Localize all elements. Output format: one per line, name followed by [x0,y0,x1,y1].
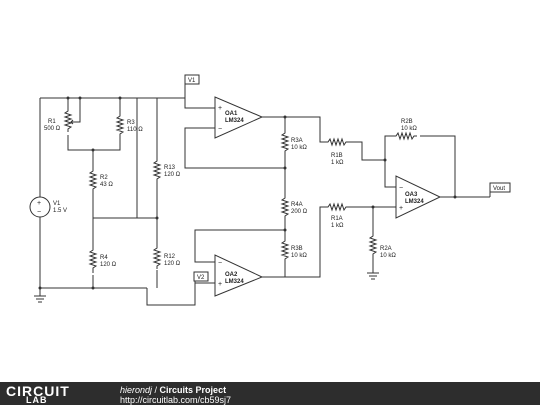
voltage-source-v1[interactable]: + − V1 1.5 V [29,196,67,218]
r1a-value: 1 kΩ [331,223,344,229]
r2b-value: 10 kΩ [401,126,417,132]
project-byline: hierondj / Circuits Project [120,385,227,395]
net-tag-vout[interactable]: Vout [489,182,511,197]
r2-value: 43 Ω [100,182,113,188]
r1-value: 500 Ω [44,126,61,132]
r3a-value: 10 kΩ [291,145,307,151]
r3a-name: R3A [291,138,303,144]
footer-text: hierondj / Circuits Project http://circu… [120,385,231,405]
svg-text:+: + [37,200,41,207]
svg-text:−: − [218,126,222,133]
svg-text:V2: V2 [197,275,205,281]
r1b-name: R1B [331,153,343,159]
oa2-part: LM324 [225,279,244,285]
r13-value: 120 Ω [164,172,181,178]
circuitlab-logo[interactable]: CIRCUIT LAB [6,383,70,405]
net-tag-v2[interactable]: V2 [193,271,209,282]
svg-text:V1: V1 [188,78,196,84]
footer-bar: CIRCUIT LAB hierondj / Circuits Project … [0,382,540,405]
author-link[interactable]: hierondj [120,385,153,395]
v1-name: V1 [53,201,61,207]
oa1-part: LM324 [225,118,244,124]
r1a-name: R1A [331,216,343,222]
svg-text:+: + [399,205,403,212]
resistor-r4a[interactable]: R4A 200 Ω [280,195,308,220]
r2a-value: 10 kΩ [380,253,396,259]
r1b-value: 1 kΩ [331,160,344,166]
project-url[interactable]: http://circuitlab.com/cb59sj7 [120,395,232,405]
oa1-name: OA1 [225,111,238,117]
r2b-name: R2B [401,119,413,125]
opamp-oa3[interactable]: − + OA3 LM324 [395,175,442,219]
opamp-oa2[interactable]: − + OA2 LM324 [214,254,264,297]
ground-symbol-r2a [367,272,379,280]
ground-symbol-left [34,295,46,303]
resistor-r3b[interactable]: R3B 10 kΩ [280,238,307,262]
r2-name: R2 [100,175,108,181]
v1-value: 1.5 V [53,208,67,214]
r1-name: R1 [48,119,56,125]
svg-text:−: − [218,260,222,267]
resistor-r13[interactable]: R13 120 Ω [152,158,181,182]
oa3-part: LM324 [405,199,424,205]
opamp-oa1[interactable]: + − OA1 LM324 [214,96,264,139]
resistor-r2b[interactable]: R2B 10 kΩ [393,119,417,141]
svg-text:−: − [37,209,41,216]
r12-value: 120 Ω [164,261,181,267]
junction-nodes [38,96,457,290]
resistor-r3[interactable]: R3 110 Ω [115,113,143,137]
svg-text:+: + [218,105,222,112]
r3b-value: 10 kΩ [291,253,307,259]
oa2-name: OA2 [225,272,238,278]
resistor-r12[interactable]: R12 120 Ω [152,245,181,269]
resistor-r3a[interactable]: R3A 10 kΩ [280,130,307,155]
r12-name: R12 [164,254,176,260]
r3b-name: R3B [291,246,303,252]
svg-text:+: + [218,281,222,288]
resistor-r4[interactable]: R4 120 Ω [88,245,117,273]
svg-text:Vout: Vout [493,186,505,192]
r4a-value: 200 Ω [291,209,308,215]
svg-text:−: − [399,185,403,192]
r4-value: 120 Ω [100,262,117,268]
net-tag-v1[interactable]: V1 [184,74,200,98]
resistor-r1a[interactable]: R1A 1 kΩ [325,202,349,229]
r3-name: R3 [127,120,135,126]
r4-name: R4 [100,255,108,261]
r3-value: 110 Ω [127,127,143,133]
r13-name: R13 [164,165,176,171]
resistor-r2a[interactable]: R2A 10 kΩ [368,232,396,259]
r2a-name: R2A [380,246,392,252]
resistor-r1[interactable]: R1 500 Ω [44,108,76,132]
resistor-r1b[interactable]: R1B 1 kΩ [325,137,349,166]
resistor-r2[interactable]: R2 43 Ω [88,168,113,192]
project-title[interactable]: Circuits Project [159,385,227,395]
oa3-name: OA3 [405,192,418,198]
r4a-name: R4A [291,202,303,208]
wires [39,97,490,306]
